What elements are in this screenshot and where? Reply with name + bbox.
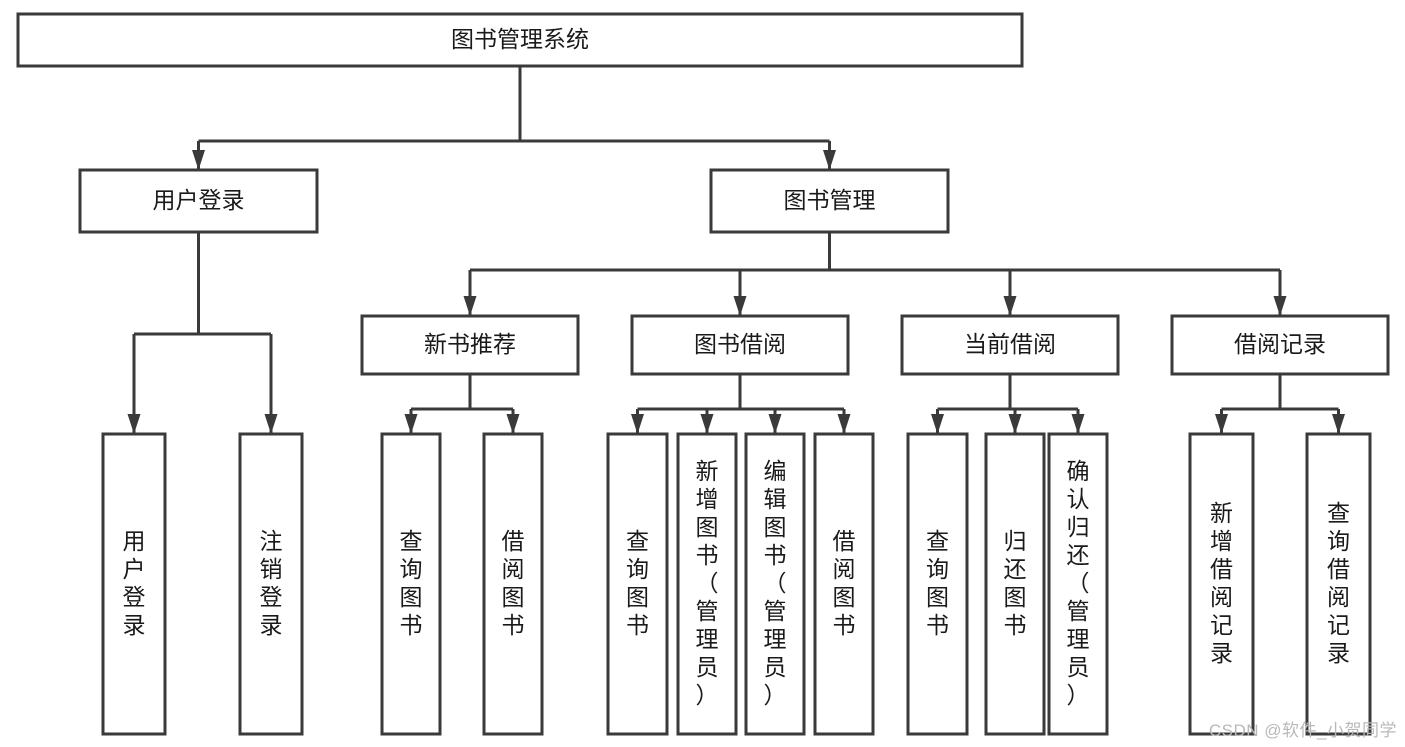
book-manage-arrow-3	[1273, 296, 1287, 316]
leaf-borrow-record-arrow-0	[1215, 414, 1228, 434]
node-leaf-edit-book-label: 编辑图书（管理员）	[764, 458, 787, 708]
node-current-borrow[interactable]: 当前借阅	[900, 314, 1120, 376]
node-leaf-add-record[interactable]: 新增借阅记录	[1188, 432, 1255, 736]
node-leaf-add-book-label: 新增图书（管理员）	[696, 458, 719, 708]
node-leaf-add-record-label: 新增借阅记录	[1210, 500, 1233, 666]
node-new-book-recommend[interactable]: 新书推荐	[360, 314, 580, 376]
leaf-new-book-recommend-arrow-1	[506, 414, 520, 434]
book-manage-arrow-2	[1003, 296, 1017, 316]
node-new-book-recommend-label: 新书推荐	[424, 331, 516, 357]
book-manage-arrow-0	[463, 296, 477, 316]
node-leaf-query-book-2[interactable]: 查询图书	[606, 432, 669, 736]
node-leaf-add-book[interactable]: 新增图书（管理员）	[676, 432, 738, 736]
node-leaf-logout-login-label: 注销登录	[260, 528, 283, 638]
node-leaf-user-login-label: 用户登录	[123, 528, 146, 638]
node-book-manage-label: 图书管理	[784, 187, 876, 213]
node-leaf-confirm-return-label: 确认归还（管理员）	[1067, 458, 1090, 708]
leaf-book-borrow-arrow-2	[768, 414, 782, 434]
node-leaf-borrow-book-1[interactable]: 借阅图书	[482, 432, 544, 736]
node-user-login[interactable]: 用户登录	[78, 168, 319, 234]
node-leaf-return-book-label: 归还图书	[1004, 528, 1027, 638]
node-leaf-user-login[interactable]: 用户登录	[101, 432, 167, 736]
leaf-book-borrow-arrow-1	[700, 414, 714, 434]
node-leaf-edit-book[interactable]: 编辑图书（管理员）	[744, 432, 806, 736]
node-leaf-query-record-label: 查询借阅记录	[1327, 500, 1350, 666]
node-leaf-return-book[interactable]: 归还图书	[984, 432, 1046, 736]
node-book-manage[interactable]: 图书管理	[709, 168, 950, 234]
leaf-current-borrow-arrow-2	[1071, 414, 1085, 434]
leaf-current-borrow-arrow-1	[1008, 414, 1022, 434]
node-current-borrow-label: 当前借阅	[964, 331, 1056, 357]
node-borrow-record[interactable]: 借阅记录	[1170, 314, 1390, 376]
leaf-book-borrow-arrow-3	[837, 414, 851, 434]
leaf-user-login-arrow-0	[127, 414, 141, 434]
node-leaf-confirm-return[interactable]: 确认归还（管理员）	[1047, 432, 1109, 736]
csdn-watermark: CSDN @软件_小贺同学	[1208, 721, 1397, 740]
node-borrow-record-label: 借阅记录	[1234, 331, 1326, 357]
node-leaf-query-book-3-label: 查询图书	[926, 528, 949, 638]
node-book-borrow[interactable]: 图书借阅	[630, 314, 850, 376]
node-leaf-query-book-2-label: 查询图书	[626, 528, 649, 638]
node-leaf-query-book-3[interactable]: 查询图书	[906, 432, 969, 736]
root-arrow-0	[192, 150, 205, 170]
node-leaf-logout-login[interactable]: 注销登录	[238, 432, 304, 736]
connectors-layer	[127, 66, 1345, 434]
node-leaf-borrow-book-1-label: 借阅图书	[502, 528, 525, 638]
node-user-login-label: 用户登录	[153, 187, 245, 213]
nodes-layer: 图书管理系统用户登录图书管理新书推荐图书借阅当前借阅借阅记录用户登录注销登录查询…	[16, 12, 1390, 736]
node-leaf-query-book-1-label: 查询图书	[400, 528, 423, 638]
node-leaf-borrow-book-2[interactable]: 借阅图书	[813, 432, 875, 736]
leaf-user-login-arrow-1	[264, 414, 278, 434]
node-book-borrow-label: 图书借阅	[694, 331, 786, 357]
node-leaf-query-record[interactable]: 查询借阅记录	[1305, 432, 1372, 736]
leaf-current-borrow-arrow-0	[931, 414, 944, 434]
book-manage-arrow-1	[733, 296, 747, 316]
node-leaf-query-book-1[interactable]: 查询图书	[380, 432, 442, 736]
node-root-system-label: 图书管理系统	[451, 26, 589, 52]
root-arrow-1	[823, 150, 836, 170]
leaf-book-borrow-arrow-0	[631, 414, 644, 434]
leaf-borrow-record-arrow-1	[1332, 414, 1345, 434]
node-leaf-borrow-book-2-label: 借阅图书	[833, 528, 856, 638]
node-root-system[interactable]: 图书管理系统	[16, 12, 1024, 68]
leaf-new-book-recommend-arrow-0	[404, 414, 418, 434]
